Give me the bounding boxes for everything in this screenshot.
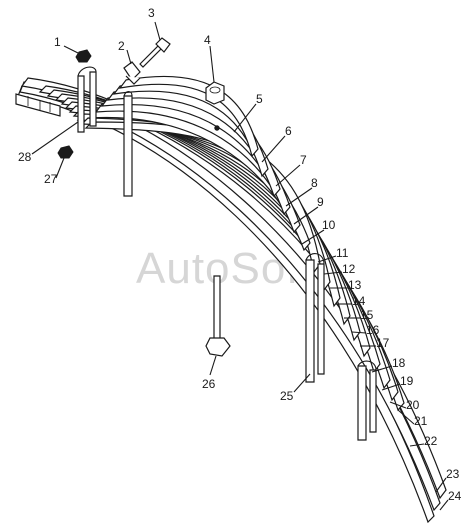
spring-end-pad xyxy=(15,93,61,117)
clamp-right-18 xyxy=(357,360,377,441)
callout-20: 20 xyxy=(406,398,420,412)
callout-5: 5 xyxy=(256,92,263,106)
callout-18: 18 xyxy=(392,356,406,370)
callout-4: 4 xyxy=(204,33,211,47)
bushing-2 xyxy=(123,61,141,85)
clamp-left xyxy=(77,66,97,133)
callout-1: 1 xyxy=(54,35,61,49)
callout-7: 7 xyxy=(300,153,307,167)
bolt-3 xyxy=(139,37,171,68)
callout-19: 19 xyxy=(400,374,414,388)
callout-3: 3 xyxy=(148,6,155,20)
nut-1 xyxy=(75,49,92,63)
clamp-right-25 xyxy=(305,253,325,383)
clamp-center xyxy=(123,90,133,197)
callout-28: 28 xyxy=(18,150,32,164)
callout-22: 22 xyxy=(424,434,438,448)
callout-10: 10 xyxy=(322,218,336,232)
callout-17: 17 xyxy=(376,336,390,350)
center-hole xyxy=(214,125,220,131)
callout-8: 8 xyxy=(311,176,318,190)
callouts: 1 2 3 4 5 6 7 8 9 10 11 12 13 14 15 16 1… xyxy=(18,6,462,503)
leader-lines xyxy=(31,21,449,511)
callout-16: 16 xyxy=(366,323,380,337)
bolt-26 xyxy=(205,275,231,357)
nut-4 xyxy=(205,81,225,105)
callout-14: 14 xyxy=(352,294,366,308)
callout-15: 15 xyxy=(360,308,374,322)
callout-6: 6 xyxy=(285,124,292,138)
callout-23: 23 xyxy=(446,467,460,481)
callout-27: 27 xyxy=(44,172,58,186)
callout-24: 24 xyxy=(448,489,462,503)
callout-9: 9 xyxy=(317,195,324,209)
callout-11: 11 xyxy=(336,246,349,260)
leaf-spring-stack xyxy=(15,75,447,524)
callout-2: 2 xyxy=(118,39,125,53)
callout-13: 13 xyxy=(348,278,362,292)
callout-12: 12 xyxy=(342,262,356,276)
callout-25: 25 xyxy=(280,389,294,403)
callout-21: 21 xyxy=(414,414,428,428)
nut-27 xyxy=(57,145,74,159)
callout-26: 26 xyxy=(202,377,216,391)
